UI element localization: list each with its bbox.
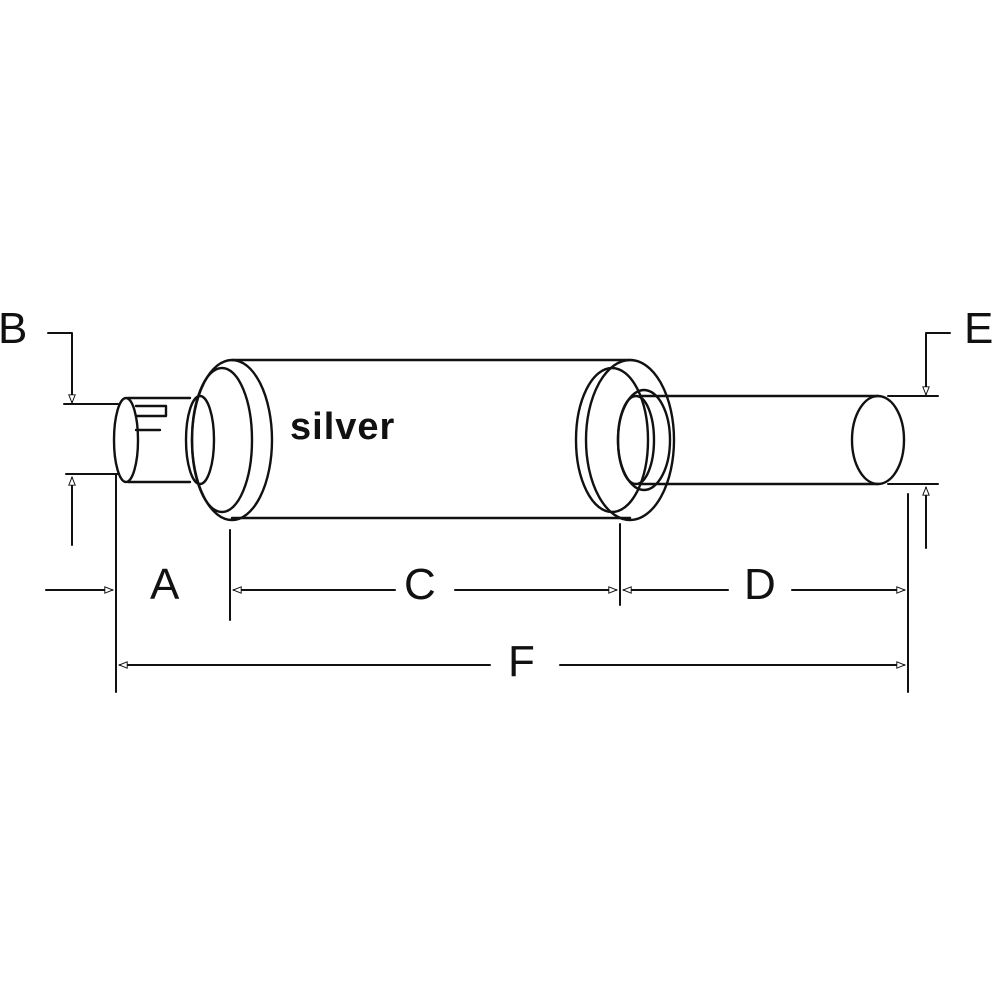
- muffler-body: [230, 358, 632, 520]
- right-end-cap: [574, 358, 676, 522]
- dimension-label-b: B: [0, 304, 28, 353]
- dimension-label-c: C: [404, 560, 436, 609]
- dimension-label-a: A: [150, 560, 180, 609]
- left-end-cap: [184, 358, 274, 522]
- body-label: silver: [290, 406, 396, 448]
- extension-lines: [63, 395, 939, 693]
- dimension-label-d: D: [744, 560, 776, 609]
- outlet-pipe: [638, 394, 906, 486]
- dimension-label-e: E: [964, 304, 994, 353]
- dimension-e-leader: [922, 332, 951, 549]
- dimension-label-f: F: [508, 637, 535, 686]
- inlet-pipe: [112, 396, 192, 484]
- dimension-b-leader: [47, 332, 76, 546]
